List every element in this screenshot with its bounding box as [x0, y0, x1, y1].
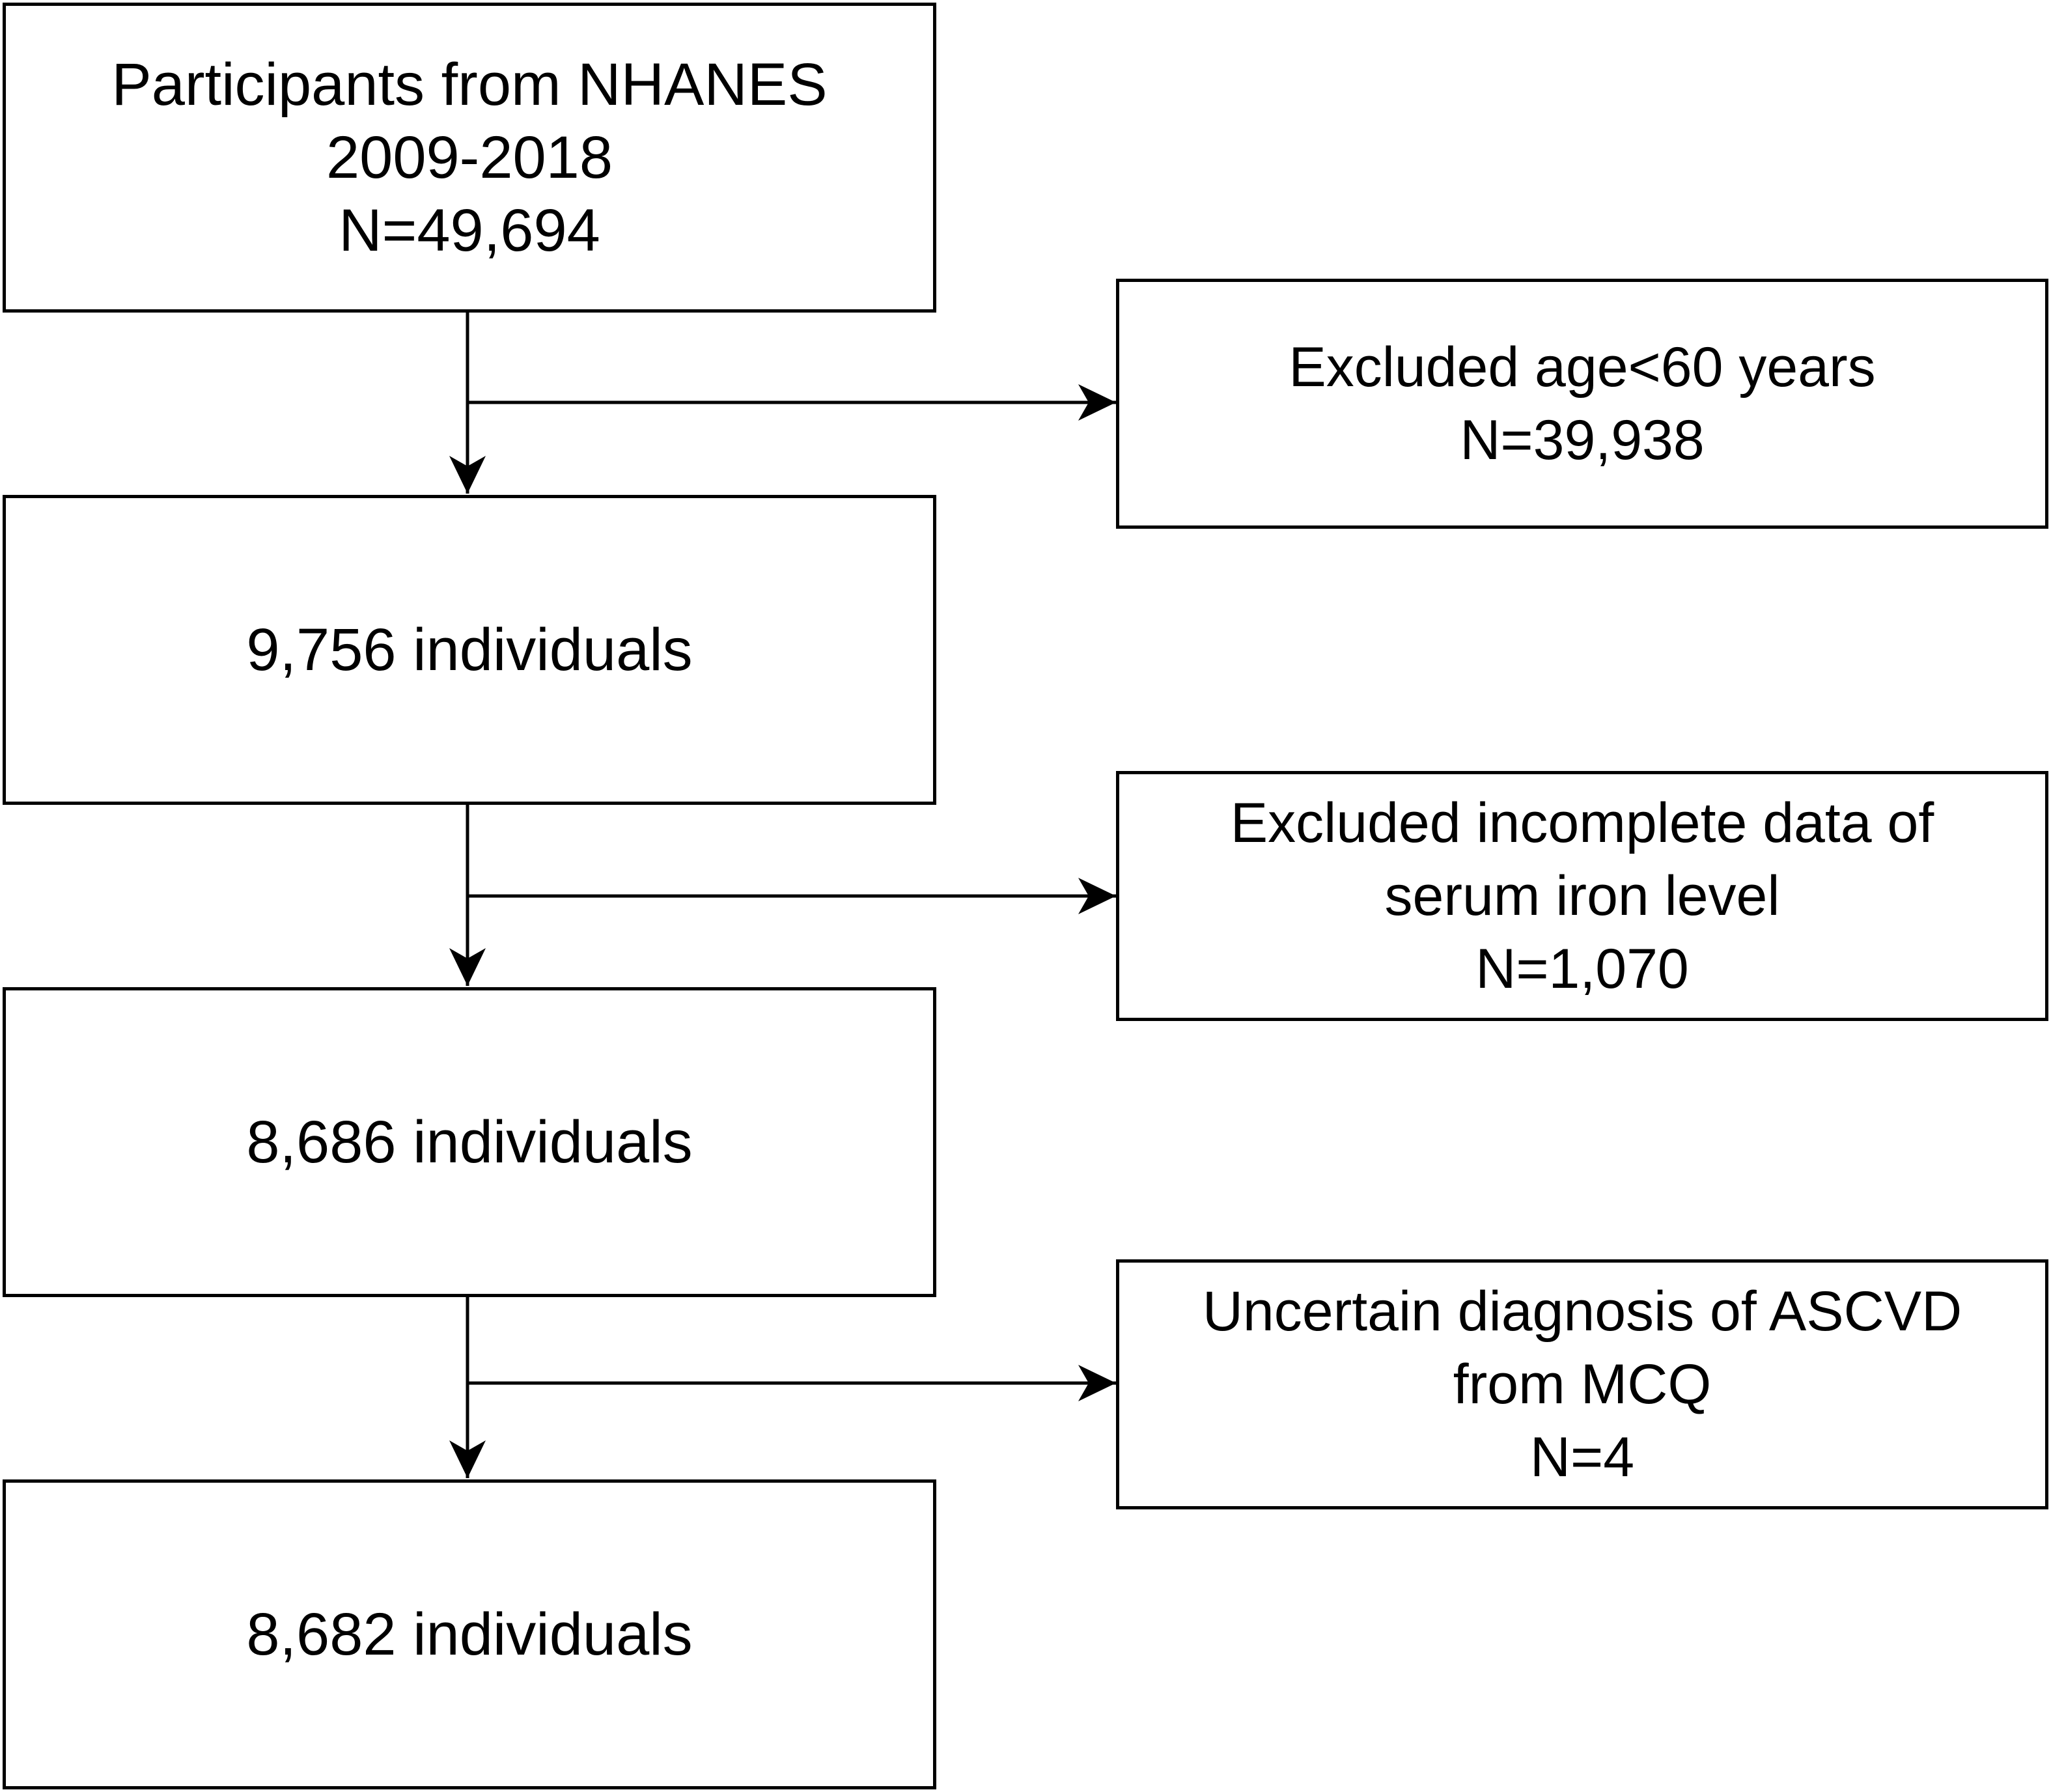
box-participants-line-2: 2009-2018 [326, 124, 613, 191]
box-exclusion-1-line-1: Excluded age<60 years [1289, 336, 1876, 399]
box-step-3: 8,686 individuals [3, 987, 936, 1297]
box-final-line-1: 8,682 individuals [246, 1601, 693, 1668]
box-exclusion-2-line-3: N=1,070 [1475, 938, 1689, 1000]
box-exclusion-3-line-1: Uncertain diagnosis of ASCVD [1202, 1280, 1962, 1343]
box-exclusion-2: Excluded incomplete data of serum iron l… [1116, 771, 2048, 1021]
box-exclusion-1-line-2: N=39,938 [1460, 409, 1705, 471]
box-step-2: 9,756 individuals [3, 495, 936, 805]
box-participants: Participants from NHANES 2009-2018 N=49,… [3, 3, 936, 313]
box-step-3-line-1: 8,686 individuals [246, 1109, 693, 1175]
box-exclusion-3: Uncertain diagnosis of ASCVD from MCQ N=… [1116, 1259, 2048, 1509]
box-participants-line-3: N=49,694 [339, 197, 600, 264]
box-exclusion-2-line-2: serum iron level [1384, 865, 1780, 927]
box-exclusion-3-line-3: N=4 [1529, 1426, 1635, 1489]
box-exclusion-1: Excluded age<60 years N=39,938 [1116, 279, 2048, 529]
box-exclusion-3-line-2: from MCQ [1453, 1353, 1712, 1416]
box-exclusion-2-line-1: Excluded incomplete data of [1230, 792, 1934, 854]
box-participants-line-1: Participants from NHANES [111, 51, 828, 118]
box-final: 8,682 individuals [3, 1479, 936, 1789]
box-step-2-line-1: 9,756 individuals [246, 617, 693, 683]
